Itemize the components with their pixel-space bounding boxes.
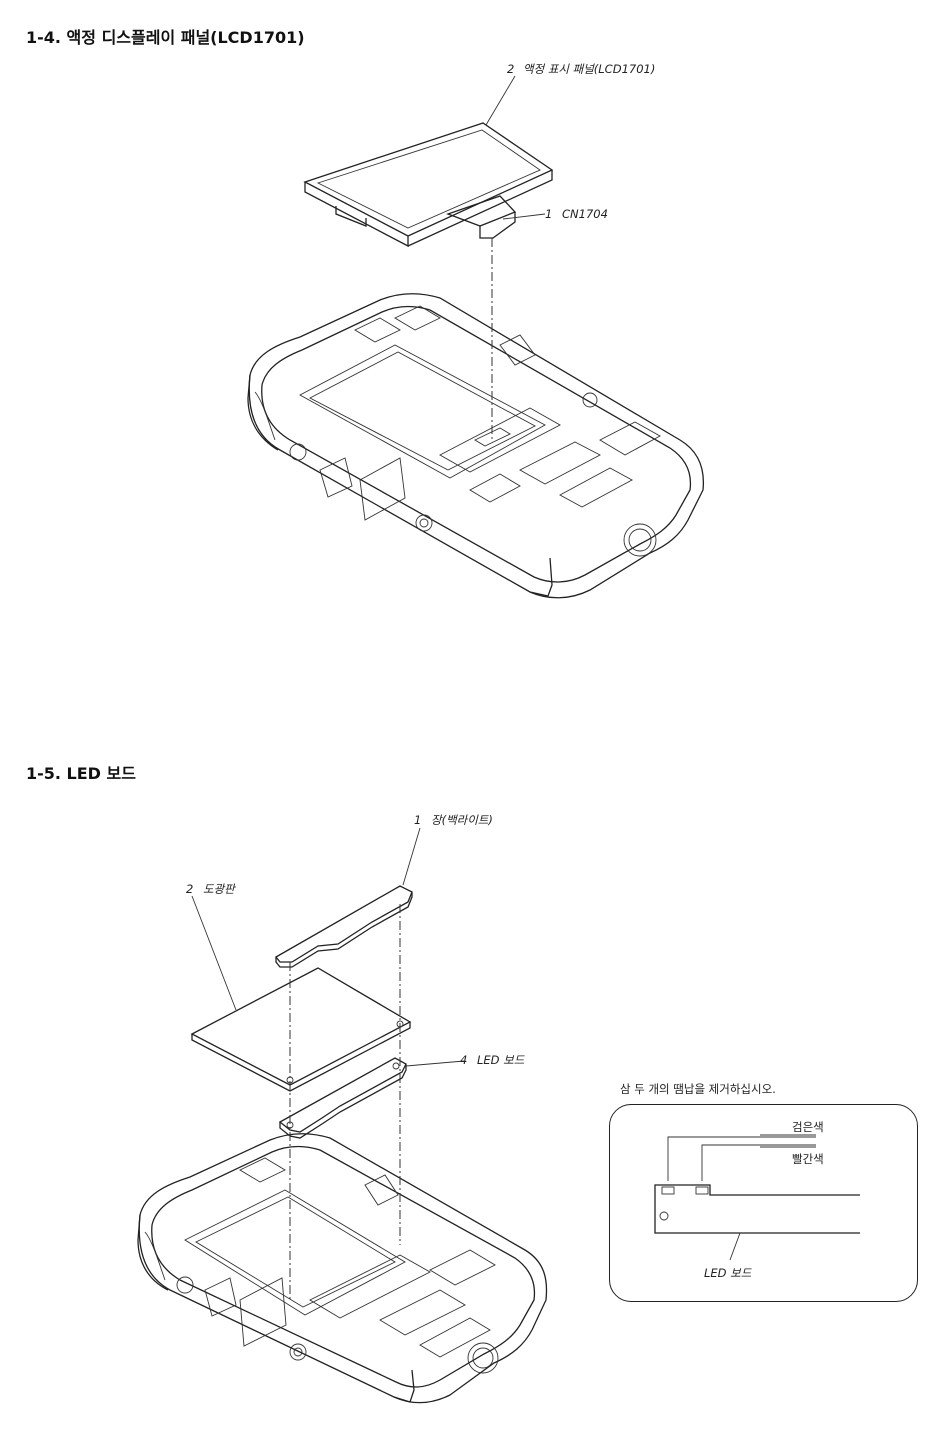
callout-num-cn1704: 1: [545, 207, 552, 221]
callout-label-light-guide: 도광판: [203, 882, 236, 896]
wire-label-black: 검은색: [792, 1120, 824, 1134]
solder-removal-note: 삼 두 개의 땜납을 제거하십시오.: [620, 1082, 776, 1096]
device-body-illustration-2: [137, 1133, 548, 1404]
callout-leader-lcd-panel: [485, 75, 516, 126]
callout-label-lcd-panel: 액정 표시 패널(LCD1701): [523, 62, 655, 76]
led-board-exploded-diagram: 1 장(백라이트) 2 도광판 4 LED 보드: [137, 813, 548, 1404]
callout-leader-backlight: [402, 827, 421, 886]
solder-detail-inset: 검은색 빨간색 LED 보드: [609, 1104, 918, 1302]
callout-num-led-board: 4: [460, 1053, 467, 1067]
lcd-panel-exploded-diagram: 2 액정 표시 패널(LCD1701) 1 CN1704: [247, 62, 705, 599]
inset-board-label: LED 보드: [704, 1266, 752, 1280]
backlight-sheet-illustration: [275, 885, 413, 968]
lcd-panel-illustration: [303, 122, 554, 248]
section-title-lcd-panel: 1-4. 액정 디스플레이 패널(LCD1701): [26, 28, 305, 47]
section-title-led-board: 1-5. LED 보드: [26, 764, 136, 783]
solder-pad-right: [695, 1186, 709, 1195]
red-wire: [701, 1144, 816, 1181]
callout-leader-led-board: [405, 1060, 465, 1067]
callout-num-light-guide: 2: [186, 882, 193, 896]
callout-label-backlight: 장(백라이트): [431, 813, 493, 827]
light-guide-plate-illustration: [190, 967, 412, 1092]
led-board-part-illustration: [278, 1057, 407, 1139]
callout-label-cn1704: CN1704: [562, 207, 608, 221]
board-label-leader: [729, 1232, 741, 1261]
board-hole: [659, 1211, 669, 1221]
device-body-illustration: [247, 293, 705, 599]
black-wire: [667, 1136, 816, 1181]
solder-detail-drawing: 검은색 빨간색 LED 보드: [654, 1120, 860, 1280]
callout-num-backlight: 1: [414, 813, 421, 827]
callout-label-led-board: LED 보드: [477, 1053, 525, 1067]
led-board-outline: [654, 1184, 860, 1234]
connector-cn1704-illustration: [446, 195, 517, 239]
solder-pad-left: [661, 1186, 675, 1195]
wire-label-red: 빨간색: [792, 1152, 824, 1166]
callout-num-lcd-panel: 2: [507, 62, 514, 76]
callout-leader-light-guide: [191, 895, 237, 1011]
callout-leader-cn1704: [502, 213, 546, 220]
